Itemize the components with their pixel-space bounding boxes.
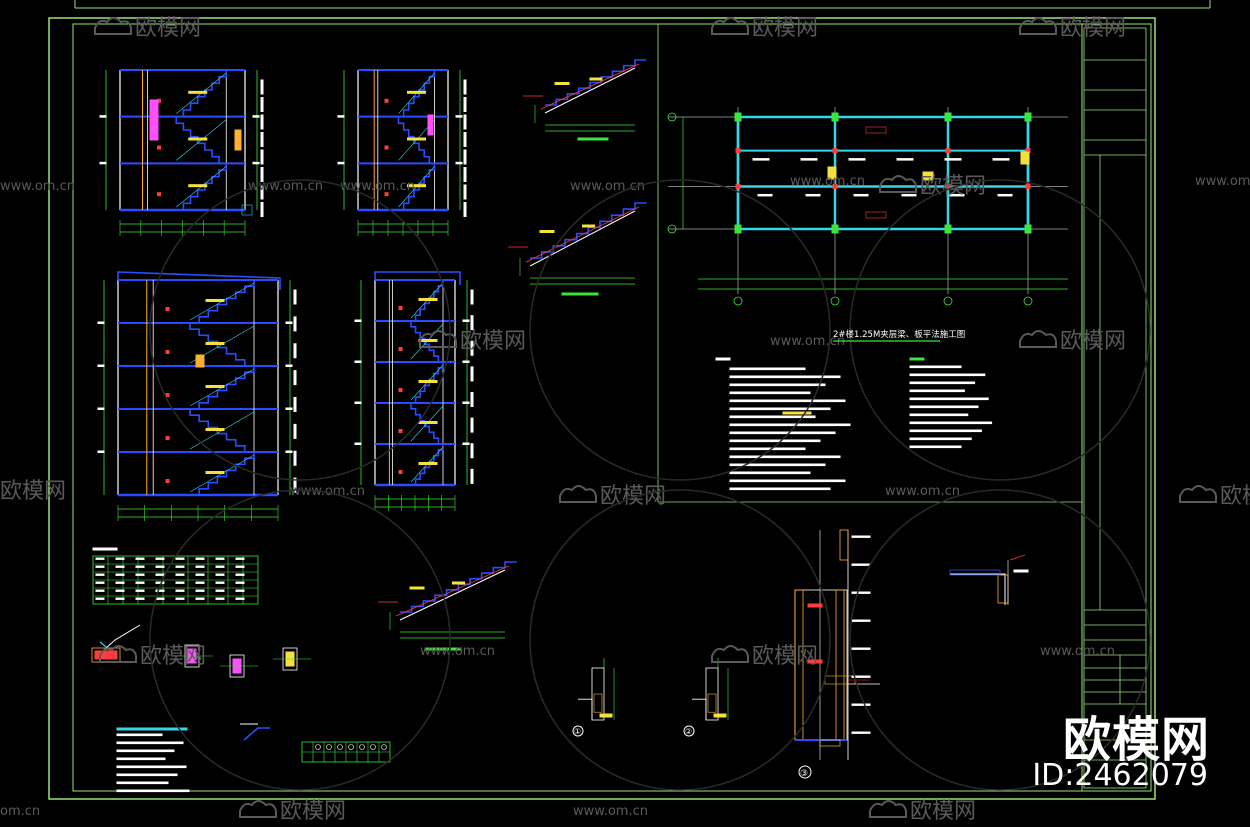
watermark-text: 欧模网 xyxy=(752,644,818,669)
watermark-logo-icon xyxy=(94,17,132,35)
watermark-arc xyxy=(529,489,831,791)
watermark-logo-icon xyxy=(711,645,749,663)
watermark-text: www.om.cn xyxy=(1040,644,1115,659)
detail-label-1: ① xyxy=(574,727,581,736)
watermark-logo-icon xyxy=(879,175,917,193)
watermark-text: om.cn xyxy=(0,804,40,819)
watermark-arc xyxy=(149,489,451,791)
watermark-text: www.om.cn xyxy=(340,179,415,194)
drawing-content xyxy=(91,59,1068,793)
watermark-logo-icon xyxy=(559,485,597,503)
watermark-text: www.om.cn xyxy=(248,179,323,194)
watermark-text: 欧模网 xyxy=(460,329,526,354)
watermark-arc xyxy=(529,179,831,481)
drawing-frame xyxy=(48,0,1211,800)
detail-label-2: ② xyxy=(685,727,692,736)
watermark-text: www.om.cn xyxy=(290,484,365,499)
watermark-text: 欧模网 xyxy=(135,16,201,41)
watermark-logo-icon xyxy=(711,17,749,35)
watermark-text: 欧模网 xyxy=(920,174,986,199)
watermark-text: 欧模网 xyxy=(280,799,346,824)
watermark-text: www.om.cn xyxy=(770,334,845,349)
watermark-logo-icon xyxy=(239,800,277,818)
watermark-text: www.om.cn xyxy=(0,179,75,194)
watermark-arc xyxy=(849,179,1151,481)
watermark-logo-icon xyxy=(1019,330,1057,348)
detail-markers: ① ② ③ xyxy=(572,725,812,779)
watermark-logo-icon xyxy=(1179,485,1217,503)
watermark-layer: 欧模网欧模网欧模网欧模网欧模网欧模网欧模网欧模网欧模网欧模网欧模网欧模网www.… xyxy=(0,16,1250,824)
watermark-logo-icon xyxy=(419,330,457,348)
title-block xyxy=(1083,27,1147,789)
watermark-text: www.om.cn xyxy=(573,804,648,819)
watermark-text: 欧模网 xyxy=(0,479,66,504)
watermark-text: 欧模网 xyxy=(910,799,976,824)
plan-title-text: 2#楼1.25M夹层梁、板平法施工图 xyxy=(833,329,965,340)
watermark-logo-icon xyxy=(1019,17,1057,35)
watermark-arc xyxy=(149,179,451,481)
plan-title: 2#楼1.25M夹层梁、板平法施工图 xyxy=(833,329,965,342)
watermark-text: 欧模网 xyxy=(1220,484,1250,509)
resource-id: ID:2462079 xyxy=(1032,758,1208,793)
watermark-text: 欧模网 xyxy=(1060,329,1126,354)
watermark-text: 欧模网 xyxy=(600,484,666,509)
watermark-text: www.om.cn xyxy=(790,174,865,189)
watermark-logo-icon xyxy=(99,645,137,663)
watermark-logo-icon xyxy=(869,800,907,818)
brand-watermark-large: 欧模网 xyxy=(1062,712,1210,768)
detail-label-3: ③ xyxy=(800,769,808,779)
watermark-text: 欧模网 xyxy=(1060,16,1126,41)
watermark-text: www.om.cn xyxy=(570,179,645,194)
watermark-text: www.om.cn xyxy=(1195,174,1250,189)
watermark-arc xyxy=(849,489,1151,791)
watermark-text: 欧模网 xyxy=(752,16,818,41)
watermark-text: www.om.cn xyxy=(420,644,495,659)
watermark-text: www.om.cn xyxy=(885,484,960,499)
